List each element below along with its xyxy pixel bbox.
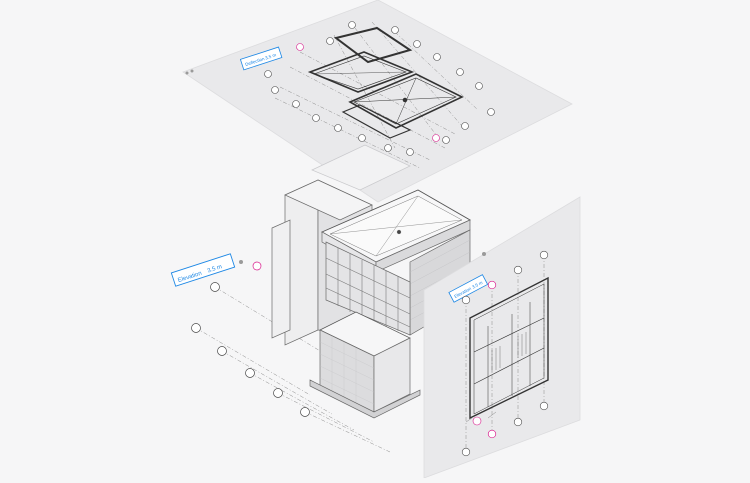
left-tag-value: 3.5 m <box>207 264 223 274</box>
right-pink-marker-mid <box>472 416 482 426</box>
right-tag-value: 3.5 m <box>471 280 484 290</box>
top-pink-marker <box>296 43 304 51</box>
right-pink-marker-bottom <box>487 429 497 439</box>
left-pink-marker <box>252 261 262 271</box>
right-section-sheet: Elevation 3.5 m <box>423 196 581 479</box>
top-tag-value: 3.5 m <box>264 52 276 60</box>
top-tag-label: Deflection <box>245 56 266 67</box>
top-plan-sheet: Deflection 3.5 m <box>182 0 573 203</box>
building-model <box>271 144 471 419</box>
top-pink-marker-2 <box>432 134 440 142</box>
right-pink-marker-top <box>487 280 497 290</box>
